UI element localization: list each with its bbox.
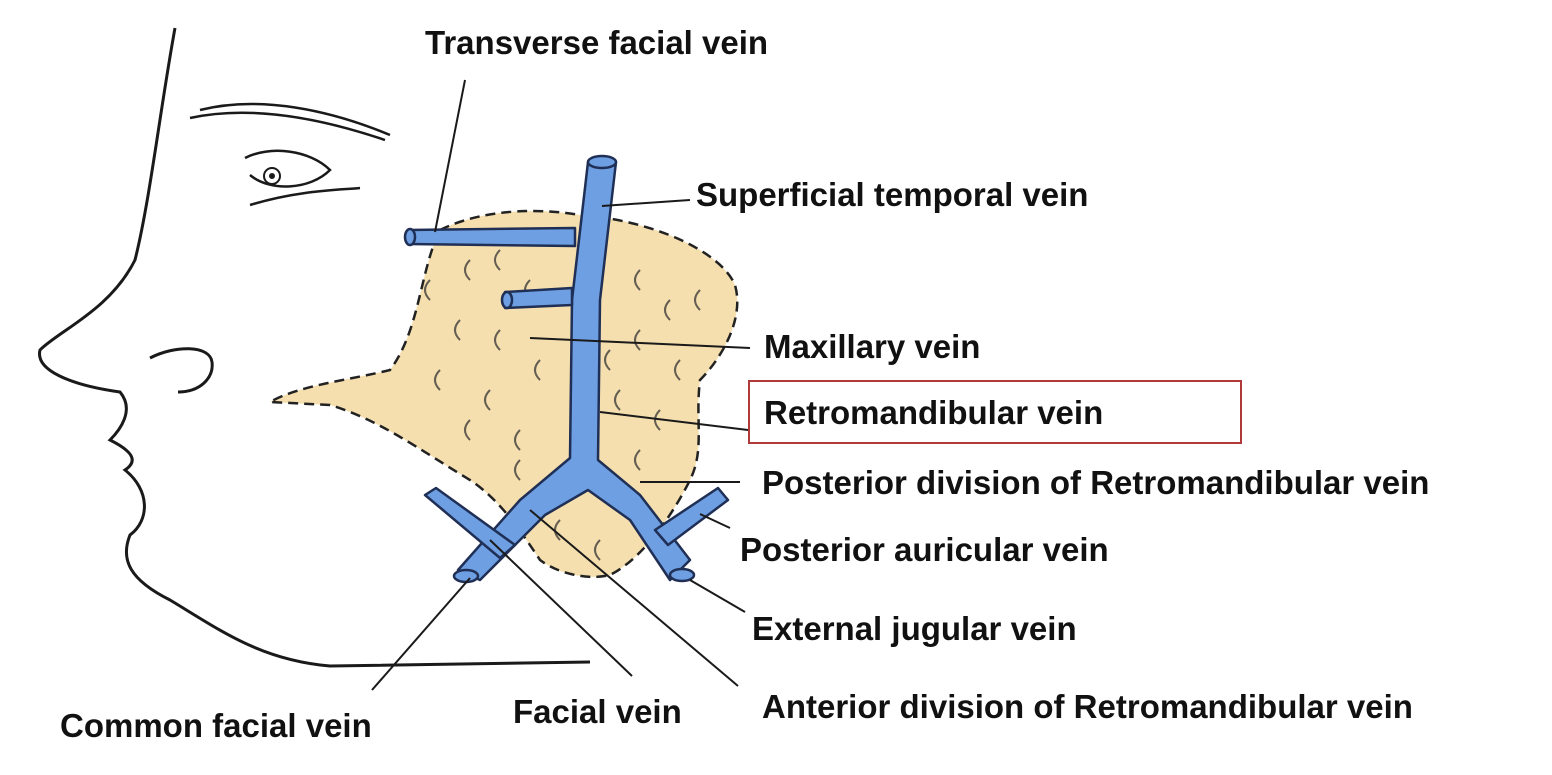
superficial-temporal-vein-end bbox=[586, 154, 618, 170]
nostril-outline bbox=[149, 347, 214, 394]
label-posterior-division: Posterior division of Retromandibular ve… bbox=[762, 464, 1430, 501]
facial-vein-shape bbox=[423, 486, 517, 560]
label-anterior-division: Anterior division of Retromandibular vei… bbox=[762, 688, 1413, 725]
leader-maxillary bbox=[529, 337, 751, 349]
eyebrow-outline bbox=[189, 102, 391, 142]
leader-external-jugular bbox=[689, 579, 746, 613]
transverse-facial-vein-shape bbox=[406, 226, 577, 248]
label-transverse-facial-vein: Transverse facial vein bbox=[425, 24, 769, 61]
leader-posterior-auricular bbox=[699, 513, 731, 529]
transverse-facial-vein-end bbox=[403, 227, 417, 247]
label-common-facial-vein: Common facial vein bbox=[60, 707, 372, 744]
external-jugular-vein-end bbox=[668, 567, 696, 583]
vein-network bbox=[406, 160, 730, 582]
maxillary-vein-shape bbox=[503, 286, 574, 310]
label-posterior-auricular-vein: Posterior auricular vein bbox=[740, 531, 1109, 568]
leader-retromandibular bbox=[599, 411, 749, 431]
label-maxillary-vein: Maxillary vein bbox=[764, 328, 981, 365]
label-retromandibular-vein: Retromandibular vein bbox=[764, 394, 1104, 431]
label-facial-vein: Facial vein bbox=[513, 693, 682, 730]
leader-anterior-division bbox=[529, 509, 739, 687]
label-external-jugular-vein: External jugular vein bbox=[752, 610, 1077, 647]
superficial-temporal-vein-shape bbox=[456, 160, 692, 582]
leader-facial bbox=[489, 539, 633, 677]
face-profile-outline bbox=[38, 27, 591, 668]
leader-transverse-facial bbox=[434, 79, 466, 233]
label-superficial-temporal-vein: Superficial temporal vein bbox=[696, 176, 1089, 213]
retromandibular-highlight-box bbox=[748, 380, 1242, 444]
leader-lines bbox=[371, 79, 751, 691]
common-facial-vein-end bbox=[452, 568, 480, 584]
leader-superficial-temporal bbox=[601, 199, 691, 207]
maxillary-vein-end bbox=[500, 290, 514, 310]
leader-common-facial bbox=[371, 577, 471, 691]
posterior-auricular-vein-shape bbox=[653, 486, 730, 547]
eye-outline bbox=[244, 149, 361, 207]
eye-pupil bbox=[269, 173, 275, 179]
